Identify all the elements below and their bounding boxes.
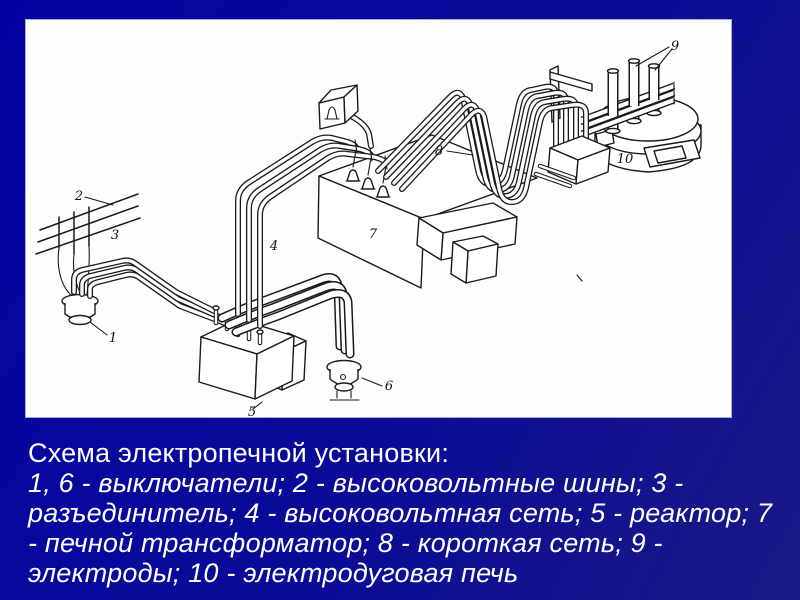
diagram-panel: 1 2 3 4 5 6 7 8 9 10 bbox=[25, 19, 732, 418]
caption: Схема электропечной установки: 1, 6 - вы… bbox=[28, 438, 788, 588]
furnace-pedestal bbox=[536, 135, 611, 186]
diagram-labels: 1 2 3 4 5 6 7 8 9 10 bbox=[74, 39, 679, 417]
hv-network-4 bbox=[238, 138, 387, 327]
label-3: 3 bbox=[111, 228, 119, 243]
leader-lines bbox=[84, 46, 673, 410]
hv-busbars bbox=[35, 193, 141, 255]
caption-line: электроды; 10 - электродуговая печь bbox=[28, 558, 519, 588]
furnace-installation-diagram: 1 2 3 4 5 6 7 8 9 10 bbox=[35, 39, 702, 417]
label-4: 4 bbox=[269, 239, 278, 254]
busbar-package bbox=[582, 81, 674, 134]
label-7: 7 bbox=[369, 227, 378, 242]
label-2: 2 bbox=[74, 189, 83, 204]
breaker-6 bbox=[326, 359, 362, 401]
label-6: 6 bbox=[385, 379, 393, 394]
bell-icon bbox=[324, 106, 340, 120]
tubes-breaker1-to-reactor bbox=[74, 260, 230, 325]
short-network-8 bbox=[378, 65, 593, 202]
caption-line: - печной трансформатор; 8 - короткая сет… bbox=[28, 528, 663, 558]
label-9: 9 bbox=[671, 39, 679, 54]
disconnector bbox=[58, 206, 90, 255]
label-8: 8 bbox=[435, 144, 443, 159]
control-box bbox=[318, 84, 371, 146]
caption-line: 1, 6 - выключатели; 2 - высоковольтные ш… bbox=[28, 468, 684, 498]
label-1: 1 bbox=[109, 331, 117, 346]
label-10: 10 bbox=[617, 152, 634, 167]
transformer-insulators bbox=[345, 169, 391, 198]
furnace-spout bbox=[643, 139, 701, 168]
transformer-7 bbox=[317, 134, 538, 289]
label-5: 5 bbox=[248, 405, 256, 417]
caption-line: разъединитель; 4 - высоковольтная сеть; … bbox=[28, 498, 773, 528]
caption-title: Схема электропечной установки: bbox=[28, 438, 450, 468]
